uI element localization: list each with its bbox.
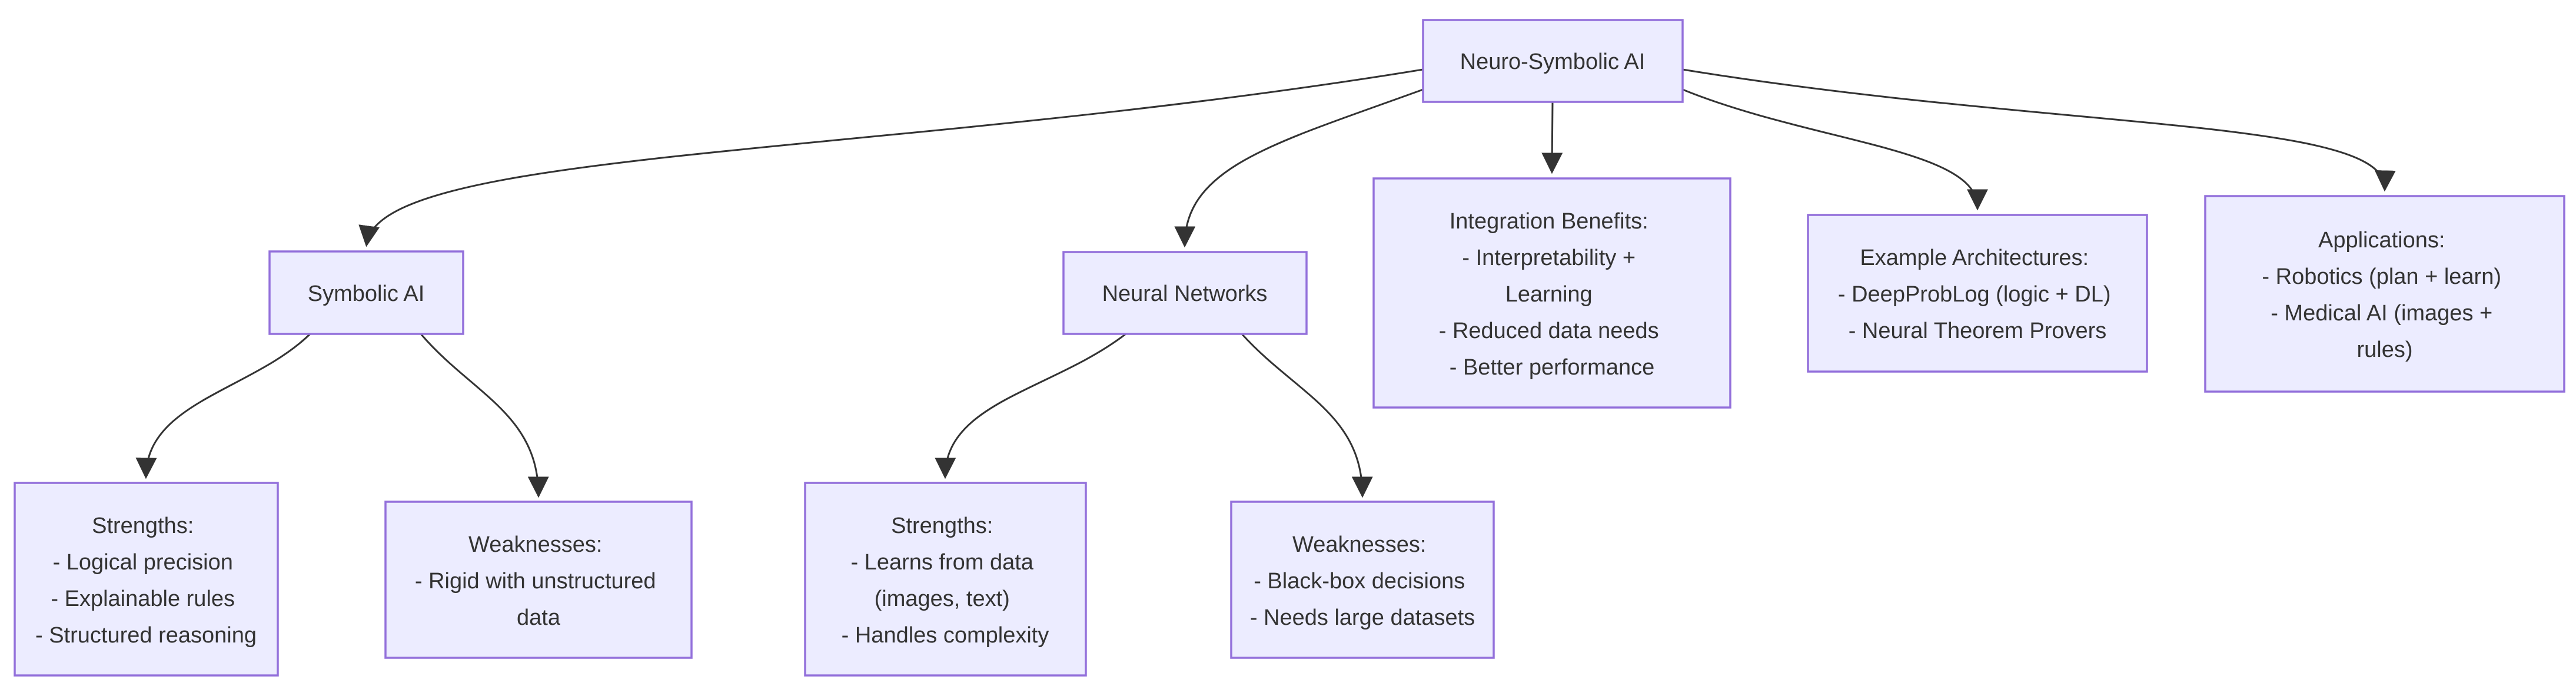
node-applications: Applications: - Robotics (plan + learn) … bbox=[2204, 195, 2565, 393]
node-symbolic-strengths-box bbox=[14, 482, 279, 677]
node-applications-label: Applications: - Robotics (plan + learn) … bbox=[2262, 228, 2507, 362]
node-integration-benefits-box bbox=[1372, 177, 1731, 409]
node-integration-benefits: Integration Benefits: - Interpretability… bbox=[1372, 177, 1731, 409]
node-neural-weaknesses-label: Weaknesses: - Black-box decisions - Need… bbox=[1250, 532, 1475, 630]
edges bbox=[135, 68, 2396, 498]
edge-root-neural bbox=[1174, 88, 1424, 248]
edge-root-integration bbox=[1541, 101, 1563, 174]
node-integration-benefits-label: Integration Benefits: - Interpretability… bbox=[1439, 209, 1666, 380]
node-example-architectures-box bbox=[1807, 214, 2148, 373]
edge-symbolic-weaknesses bbox=[420, 333, 549, 498]
node-neural-strengths: Strengths: - Learns from data (images, t… bbox=[804, 482, 1087, 677]
edge-root-architectures bbox=[1682, 88, 1988, 211]
node-neural-networks-box bbox=[1062, 251, 1308, 335]
node-neural-networks: Neural Networks bbox=[1062, 251, 1308, 335]
node-neural-weaknesses: Weaknesses: - Black-box decisions - Need… bbox=[1230, 501, 1495, 659]
node-example-architectures: Example Architectures: - DeepProbLog (lo… bbox=[1807, 214, 2148, 373]
node-neural-strengths-box bbox=[804, 482, 1087, 677]
edge-symbolic-strengths bbox=[135, 333, 311, 479]
node-neuro-symbolic-ai: Neuro-Symbolic AI bbox=[1422, 19, 1684, 103]
node-neural-weaknesses-box bbox=[1230, 501, 1495, 659]
node-symbolic-weaknesses: Weaknesses: - Rigid with unstructured da… bbox=[384, 501, 693, 659]
node-symbolic-ai: Symbolic AI bbox=[268, 250, 464, 335]
edge-neural-strengths bbox=[935, 333, 1126, 479]
node-symbolic-ai-box bbox=[268, 250, 464, 335]
node-symbolic-weaknesses-box bbox=[384, 501, 693, 659]
edge-root-symbolic bbox=[358, 68, 1424, 247]
node-symbolic-ai-label: Symbolic AI bbox=[308, 281, 425, 306]
node-neural-strengths-label: Strengths: - Learns from data (images, t… bbox=[842, 514, 1049, 648]
node-neuro-symbolic-ai-box bbox=[1422, 19, 1684, 103]
node-neuro-symbolic-ai-label: Neuro-Symbolic AI bbox=[1460, 49, 1646, 74]
node-neural-networks-label: Neural Networks bbox=[1102, 281, 1268, 306]
edge-neural-weaknesses bbox=[1241, 333, 1373, 498]
node-symbolic-weaknesses-label: Weaknesses: - Rigid with unstructured da… bbox=[415, 532, 662, 630]
node-symbolic-strengths-label: Strengths: - Logical precision - Explain… bbox=[35, 514, 257, 648]
edge-root-applications bbox=[1682, 68, 2396, 192]
node-example-architectures-label: Example Architectures: - DeepProbLog (lo… bbox=[1838, 246, 2117, 343]
node-symbolic-strengths: Strengths: - Logical precision - Explain… bbox=[14, 482, 279, 677]
node-applications-box bbox=[2204, 195, 2565, 393]
